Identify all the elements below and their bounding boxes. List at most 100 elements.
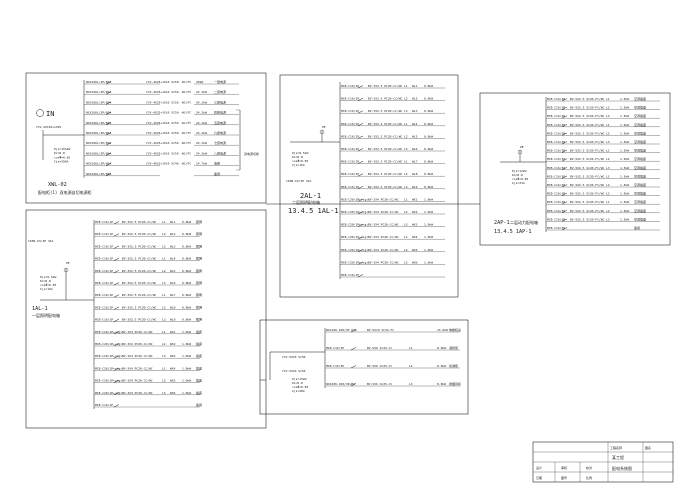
lb-breaker-label: MCB-C16/1P	[95, 269, 113, 273]
lt-breaker-symbol	[105, 142, 112, 146]
c-phase-label: L2	[404, 172, 408, 176]
c-breaker-symbol	[357, 173, 364, 177]
lb-load-label: 照明	[196, 305, 202, 309]
lb-circuit-label: WX3	[170, 354, 176, 358]
lb-circuit-label: WX1	[170, 330, 176, 334]
c-cable-label: BV-3X2.5 PC20-CC/WC	[368, 172, 403, 176]
b-cable-label: BV-5X6 SC25-CC	[367, 382, 392, 386]
c-phase-label: L2	[404, 210, 408, 214]
c-breaker-label: MCB-C20/1P+vigi	[341, 235, 368, 239]
lt-load-label: 三层电源	[214, 99, 226, 104]
b-breaker-symbol	[350, 383, 357, 387]
panel-left-bottom-pe: PE	[66, 261, 70, 265]
r-breaker-symbol	[561, 124, 568, 128]
lb-kw-label: 0.8kW	[182, 281, 191, 285]
lb-cable-label: BV-3X4 PC20-CC/WC	[122, 391, 153, 395]
lb-phase-label: L2	[162, 379, 166, 383]
r-phase-label: L1	[606, 174, 610, 178]
lb-kw-label: 0.8kW	[182, 232, 191, 236]
r-breaker-label: MCB-C16/3P	[547, 200, 565, 204]
b-load-label: 消防泵	[449, 345, 458, 350]
r-breaker-symbol	[561, 218, 568, 222]
lb-kw-label: 1.0kW	[182, 342, 191, 346]
r-load-label: 空调插座	[634, 139, 646, 144]
lb-load-label: 照明	[196, 281, 202, 285]
lb-circuit-label: WX2	[170, 342, 176, 346]
panel-left-bottom-frame	[25, 209, 267, 429]
lt-load-label: 二层电源	[214, 89, 226, 94]
lb-breaker-label: MCB-C16/1P	[95, 403, 113, 407]
lb-load-label: 插座	[196, 329, 202, 334]
lt-param: Pjs=155kW	[54, 147, 70, 151]
c-breaker-label: MCB-C16/1P	[341, 97, 359, 101]
lt-kw-label: 24.3kW	[196, 151, 207, 155]
r-load-label: 空调插座	[634, 122, 646, 127]
lb-cable-label: BV-3X4 PC20-CC/WC	[122, 342, 153, 346]
lt-breaker-symbol	[105, 111, 112, 115]
lb-breaker-label: MCB-C16/1P	[95, 305, 113, 309]
b-breaker-symbol	[350, 365, 357, 369]
r-breaker-symbol	[561, 141, 568, 145]
b-cable-label: BV-5X10 SC32-FC	[367, 328, 394, 332]
r-cable-label: BV-5X2.5 SC20-FC/WC	[570, 140, 605, 144]
panel-left-bottom-main-breaker: C65N-63/3P 32A	[28, 239, 53, 243]
r-breaker-symbol	[561, 149, 568, 153]
c-phase-label: L1	[404, 235, 408, 239]
c-breaker-symbol	[357, 274, 364, 278]
c-kw-label: 1.0kW	[424, 210, 433, 214]
r-phase-label: L1	[606, 149, 610, 153]
c-kw-label: 0.8kW	[424, 172, 433, 176]
title-drawing-value: 配电系统图	[612, 465, 632, 471]
r-phase-label: L1	[606, 97, 610, 101]
r-kw-label: 1.5kW	[620, 97, 629, 101]
lb-circuit-label: WL7	[170, 293, 176, 297]
r-kw-label: 1.5kW	[620, 106, 629, 110]
lt-load-label: 备用	[214, 171, 220, 176]
lb-kw-label: 1.0kW	[182, 379, 191, 383]
r-breaker-label: MCB-C16/3P	[547, 123, 565, 127]
r-cable-label: BV-5X2.5 SC20-FC/WC	[570, 192, 605, 196]
c-phase-label: L3	[404, 185, 408, 189]
c-phase-label: L1	[404, 197, 408, 201]
lb-param: Kx=0.8	[40, 279, 51, 283]
lb-circuit-label: WX6	[170, 391, 176, 395]
lb-load-label: 照明	[196, 220, 202, 224]
lb-cable-label: BV-3X2.5 PC20-CC/WC	[122, 269, 157, 273]
c-cable-label: BV-3X4 PC20-CC/WC	[368, 197, 399, 201]
c-param: Kx=0.8	[292, 155, 303, 159]
c-circuit-label: WX6	[412, 260, 418, 264]
c-kw-label: 0.8kW	[424, 97, 433, 101]
c-cable-label: BV-3X2.5 PC20-CC/WC	[368, 160, 403, 164]
b-breaker-label: MCB-C32/3P	[326, 364, 344, 368]
lt-breaker-label: NSX160L/3P/80A	[86, 80, 111, 84]
lb-breaker-symbol	[113, 379, 120, 383]
lb-load-label: 插座	[196, 378, 202, 383]
b-param: Ijs=28A	[292, 389, 305, 393]
b-cable-label: BV-5X6 SC25-CC	[367, 346, 392, 350]
r-phase-label: L2	[606, 131, 610, 135]
r-load-label: 备用	[634, 225, 640, 230]
r-load-label: 空调插座	[634, 156, 646, 161]
title-cell: 比例	[586, 475, 592, 480]
c-circuit-label: WL9	[412, 185, 418, 189]
c-phase-label: L3	[404, 147, 408, 151]
c-breaker-symbol	[357, 223, 364, 227]
c-cable-label: BV-3X2.5 PC20-CC/WC	[368, 109, 403, 113]
b-breaker-symbol	[350, 329, 357, 333]
r-param: Kx=0.8	[512, 173, 523, 177]
lt-load-label: 电梯	[214, 161, 220, 166]
c-phase-label: L3	[404, 109, 408, 113]
lb-load-label: 插座	[196, 353, 202, 358]
r-breaker-label: MCB-C16/3P	[547, 192, 565, 196]
r-kw-label: 1.5kW	[620, 183, 629, 187]
lb-breaker-label: MCB-C20/1P+vigi	[95, 330, 122, 334]
lb-kw-label: 0.8kW	[182, 244, 191, 248]
r-phase-label: L3	[606, 140, 610, 144]
b-breaker-symbol	[350, 347, 357, 351]
lt-load-label: 一层电源	[214, 79, 226, 84]
panel-bottom-frame	[259, 319, 469, 415]
r-kw-label: 1.5kW	[620, 157, 629, 161]
c-breaker-symbol	[357, 211, 364, 215]
lb-kw-label: 0.8kW	[182, 269, 191, 273]
